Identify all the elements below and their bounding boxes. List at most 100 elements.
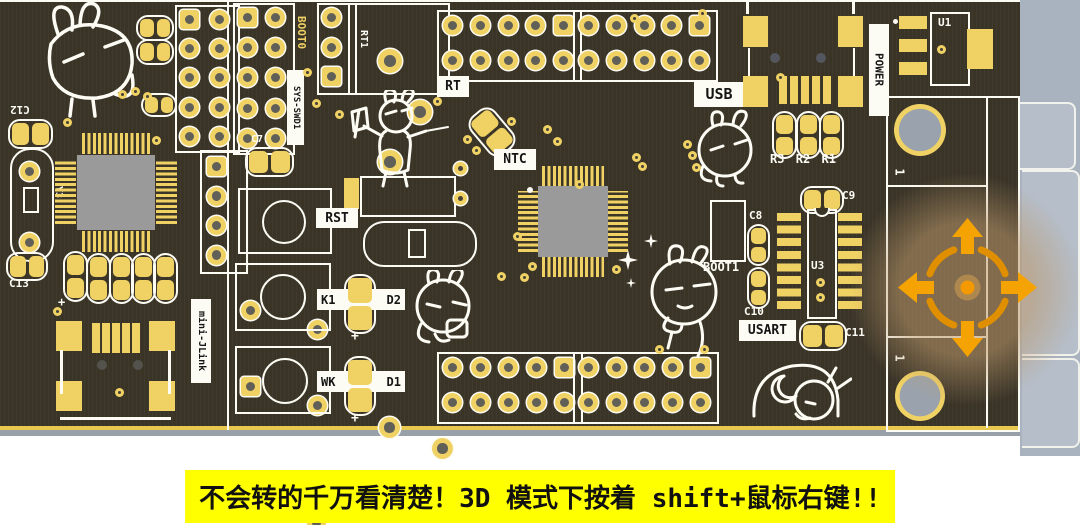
through-hole-pad: [607, 393, 626, 412]
through-hole-pad: [471, 358, 490, 377]
ref-label: C7: [251, 134, 264, 145]
through-hole-pad: [635, 393, 654, 412]
button-pad: [308, 396, 327, 415]
pan-up-arrow[interactable]: [952, 218, 983, 254]
through-hole-pad: [20, 233, 39, 252]
through-hole-pad: [691, 393, 710, 412]
via: [472, 146, 481, 155]
through-hole-pad: [579, 16, 598, 35]
via: [463, 135, 472, 144]
ref-label: C10: [744, 305, 764, 318]
rotate-pan-widget[interactable]: [890, 210, 1045, 365]
through-hole-pad: [554, 16, 574, 35]
via: [692, 163, 701, 172]
via: [683, 140, 692, 149]
rabbit-sitting-drawing: [683, 108, 765, 190]
rotate-ring[interactable]: [926, 246, 1009, 329]
pin1-mark: 1: [892, 168, 907, 176]
pan-right-arrow[interactable]: [1001, 272, 1037, 303]
through-hole-pad: [554, 51, 574, 70]
widget-center-dot[interactable]: [960, 280, 975, 295]
through-hole-pad: [210, 68, 229, 88]
through-hole-pad: [210, 126, 229, 146]
usb-outline: [746, 0, 749, 14]
pan-left-arrow[interactable]: [898, 272, 934, 303]
qfp-chip-body: [77, 155, 155, 230]
through-hole-pad: [266, 128, 285, 148]
mcu-pins-top: [542, 166, 604, 187]
through-hole-pad: [379, 417, 400, 438]
qfp-pins-left: [55, 161, 76, 224]
led-D1: [344, 356, 376, 416]
through-hole-pad: [432, 438, 453, 459]
through-hole-pad: [527, 393, 546, 412]
via: [698, 9, 707, 18]
smd-pad: [344, 178, 359, 209]
capacitor: [131, 253, 156, 304]
mcu-pins-bottom: [542, 256, 604, 277]
through-hole-pad: [378, 49, 402, 73]
header-rt-2x5: [437, 10, 582, 82]
instruction-caption: 不会转的千万看清楚！3D 模式下按着 shift+鼠标右键!!: [185, 470, 895, 523]
usb-pin-pad: [823, 76, 831, 104]
k1-button-cap[interactable]: [260, 274, 306, 320]
polarity-mark: +: [351, 411, 359, 426]
rst-button-cap[interactable]: [262, 200, 306, 244]
capacitor-C11: [799, 321, 847, 351]
through-hole-pad: [662, 16, 682, 35]
through-hole-pad: [20, 162, 39, 181]
mcu-pins-right: [607, 191, 628, 252]
through-hole-pad: [690, 16, 710, 35]
through-hole-pad: [555, 358, 574, 377]
through-hole-pad: [180, 97, 199, 117]
through-hole-pad: [662, 51, 682, 70]
capacitor-C10: [747, 267, 770, 309]
capacitor: [63, 251, 88, 302]
through-hole-pad: [555, 393, 574, 412]
qfp-pins-top: [82, 133, 150, 154]
usb-pin-pad: [790, 76, 798, 104]
soic-pads-left: [777, 213, 801, 313]
usb-pin-pad: [132, 323, 140, 353]
usb-outline: [748, 48, 750, 76]
through-hole-pad: [579, 51, 598, 70]
ref-label: R2: [795, 152, 811, 166]
via: [937, 45, 946, 54]
via: [118, 90, 127, 99]
usb-pad: [56, 321, 82, 351]
through-hole-pad: [238, 68, 257, 88]
polarity-mark: +: [58, 295, 66, 309]
u3-notch: [814, 208, 830, 217]
via: [513, 232, 522, 241]
pan-down-arrow[interactable]: [952, 321, 983, 357]
polarity-mark: +: [351, 329, 359, 344]
via: [152, 136, 161, 145]
usb-alignment-hole: [770, 53, 780, 63]
through-hole-pad: [443, 51, 462, 70]
through-hole-pad: [443, 358, 462, 377]
usb-pin-pad: [779, 76, 787, 104]
ref-label-box: NTC: [494, 149, 536, 170]
rt1-outline: [348, 3, 450, 95]
usb-pad: [743, 16, 768, 47]
via: [433, 97, 442, 106]
via: [53, 307, 62, 316]
usb-outline: [168, 350, 171, 394]
usb-pad: [149, 321, 175, 351]
u1-pad: [899, 39, 927, 52]
button-pad: [241, 301, 260, 320]
through-hole-pad: [322, 67, 341, 87]
through-hole-pad: [207, 157, 226, 176]
through-hole-pad: [470, 51, 490, 70]
sparkle-icon: [626, 278, 636, 288]
board-title-label: mini-JLink: [191, 299, 211, 383]
ref-label: BOOT0: [295, 16, 308, 50]
via: [776, 73, 785, 82]
wk-button-cap[interactable]: [262, 358, 308, 404]
through-hole-pad: [635, 358, 654, 377]
ref-label-box: RST: [316, 208, 358, 228]
via: [816, 278, 825, 287]
through-hole-pad: [663, 393, 682, 412]
button-pad: [241, 377, 260, 396]
via: [63, 118, 72, 127]
